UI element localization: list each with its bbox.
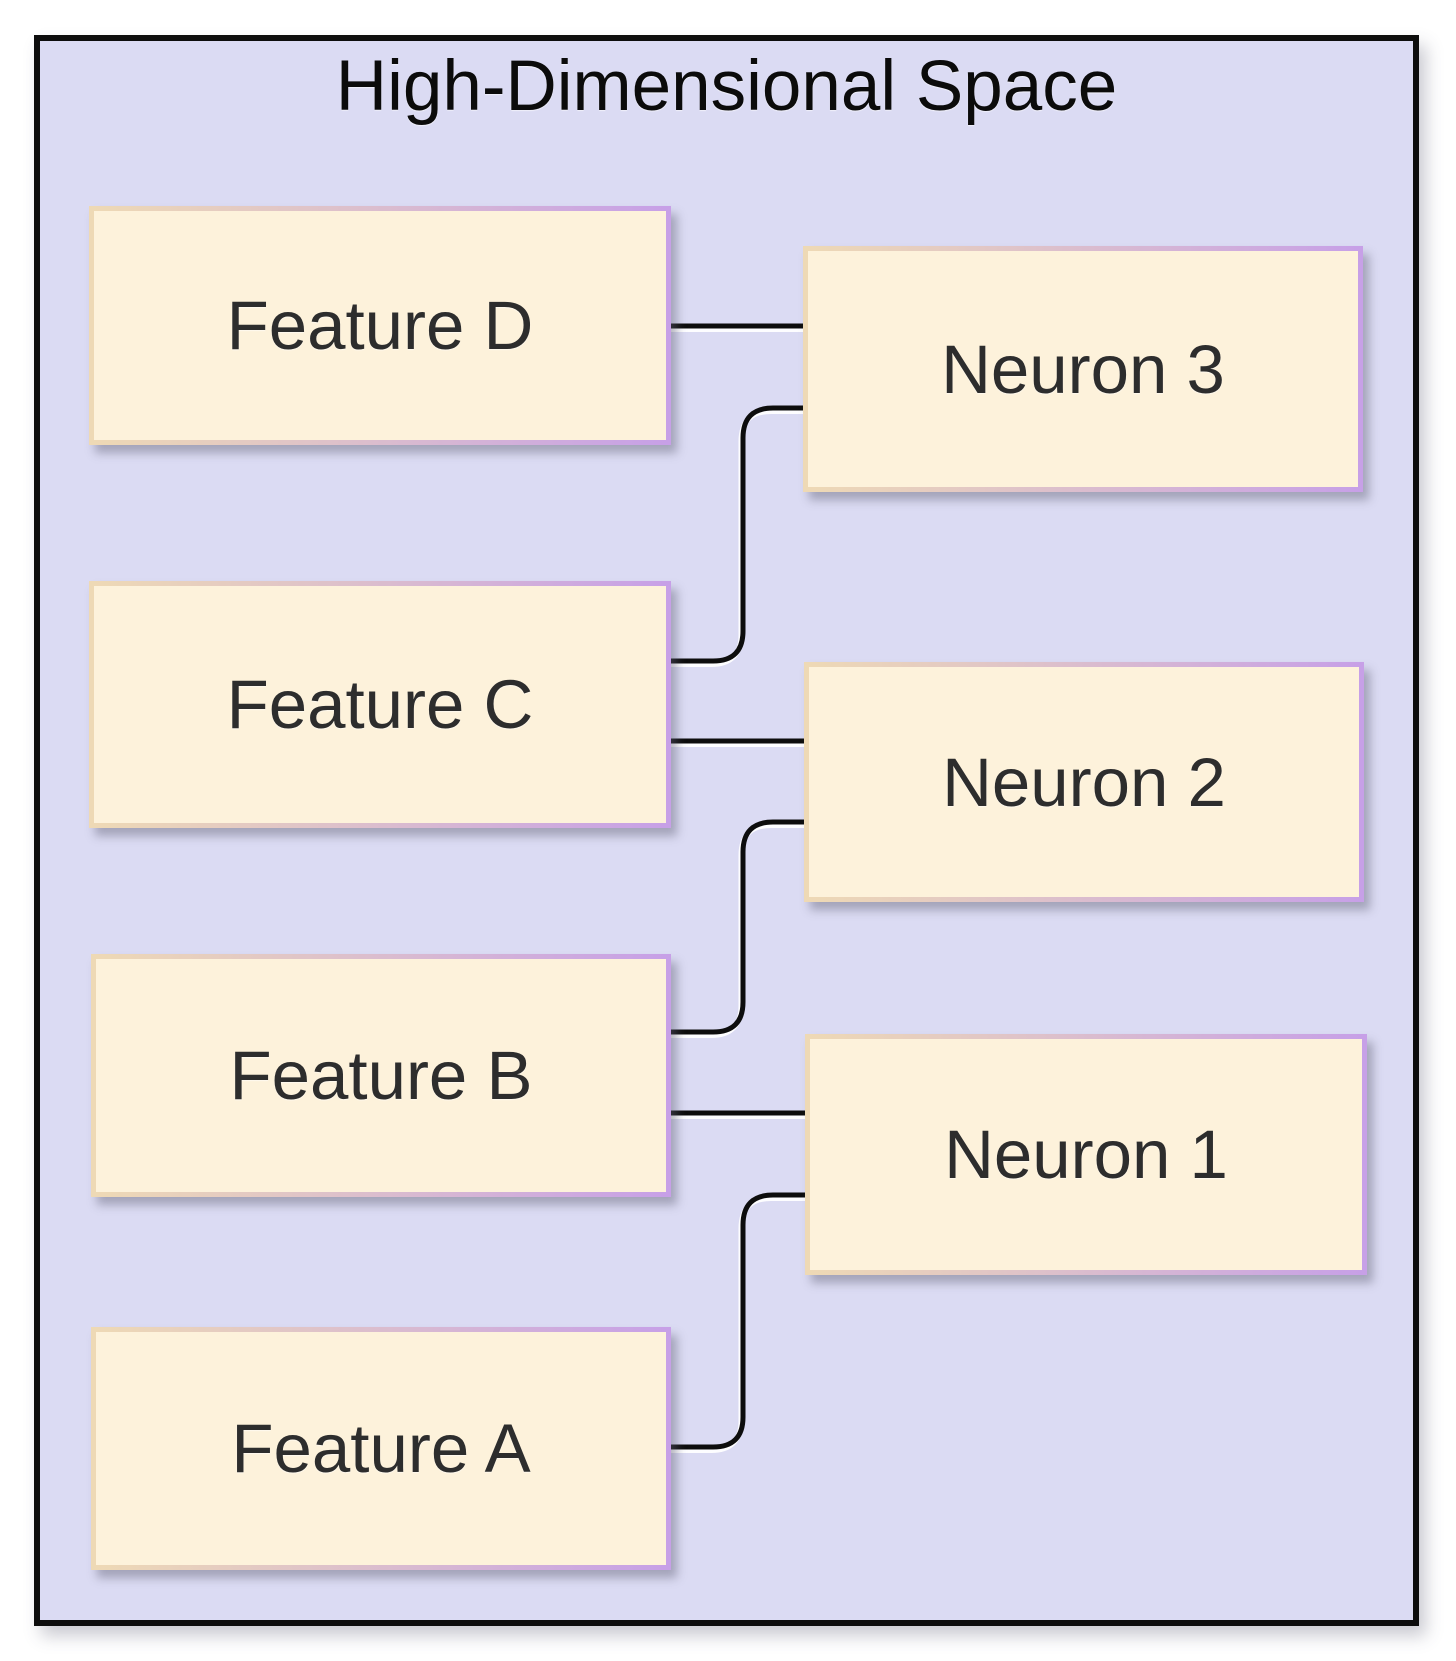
node-neuron-3: Neuron 3	[803, 246, 1363, 492]
node-feature-a: Feature A	[91, 1327, 671, 1570]
connectors	[669, 323, 807, 1450]
node-neuron-1-label: Neuron 1	[944, 1116, 1228, 1193]
node-neuron-1: Neuron 1	[805, 1034, 1367, 1275]
connector-highlights	[667, 327, 805, 1453]
connector-feature-a-neuron-1	[669, 1192, 807, 1450]
node-feature-c-label: Feature C	[226, 666, 534, 743]
diagram-title: High-Dimensional Space	[335, 47, 1118, 126]
node-feature-b-label: Feature B	[229, 1037, 533, 1114]
node-neuron-3-label: Neuron 3	[941, 330, 1225, 408]
connector-feature-b-neuron-2	[669, 819, 806, 1035]
node-feature-b: Feature B	[91, 954, 671, 1197]
node-neuron-2-label: Neuron 2	[942, 743, 1226, 821]
node-feature-a-label: Feature A	[231, 1410, 531, 1487]
connector-feature-c-neuron-3	[669, 405, 805, 664]
node-feature-d-label: Feature D	[226, 287, 534, 364]
node-neuron-2: Neuron 2	[804, 662, 1364, 902]
node-feature-c: Feature C	[89, 581, 671, 828]
node-feature-d: Feature D	[89, 206, 671, 445]
